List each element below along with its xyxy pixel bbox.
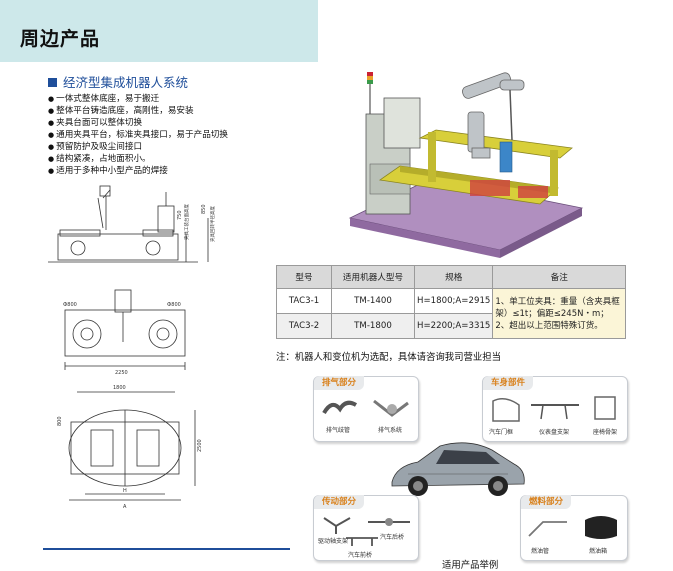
table-header-row: 型号 适用机器人型号 规格 备注 — [276, 265, 626, 289]
panel-drive: 传动部分 驱动轴支架 汽车后桥 汽车前桥 — [313, 495, 419, 561]
panel-caption: 汽车前桥 — [348, 552, 373, 559]
panel-caption: 汽车门框 — [489, 429, 514, 436]
bottom-rule — [43, 548, 290, 550]
feature-item: 通用夹具平台，标准夹具接口，易于产品切换 — [48, 129, 228, 141]
panel-caption: 燃油箱 — [589, 548, 608, 555]
spec-table: 型号 适用机器人型号 规格 备注 TAC3-1 TM-1400 H=1800;A… — [276, 265, 626, 339]
side-dim-2-note: 夹具回转半径高度 — [209, 206, 216, 242]
feature-item: 整体平台铸造底座，高刚性，易安装 — [48, 105, 228, 117]
panel-caption: 汽车后桥 — [380, 534, 405, 541]
plan-dim-right: 2500 — [197, 439, 203, 452]
table-cell: H=1800;A=2915 — [413, 288, 494, 314]
table-cell: TM-1800 — [331, 313, 415, 339]
plan-dim-top: 1800 — [113, 385, 126, 391]
plan-label-a: A — [123, 504, 127, 510]
feature-item: 适用于多种中小型产品的焊接 — [48, 165, 228, 177]
panel-caption: 燃油管 — [531, 548, 550, 555]
plan-drawing: 1800 800 2500 H A — [57, 385, 203, 510]
side-dim-1: 750 — [177, 210, 183, 220]
table-cell: H=2200;A=3315 — [413, 313, 494, 339]
front-axle-image — [346, 537, 378, 546]
panel-caption: 座椅骨架 — [593, 429, 618, 436]
rear-axle-image — [368, 518, 410, 526]
panel-exhaust: 排气部分 排气歧管 排气系统 — [313, 376, 419, 442]
column-header: 规格 — [413, 265, 494, 289]
table-cell: TM-1400 — [331, 288, 415, 314]
footnote: 注：机器人和变位机为选配，具体请咨询我司营业担当 — [276, 352, 502, 363]
dashboard-bracket-image — [531, 404, 579, 420]
fuel-tank-image — [585, 516, 617, 539]
panel-caption: 排气系统 — [378, 427, 403, 434]
panel-caption: 仪表盘支架 — [539, 429, 570, 436]
plan-label-h: H — [123, 488, 127, 494]
note-line: 2、超出以上范围特殊订货。 — [495, 320, 603, 331]
section-square-icon — [48, 78, 57, 87]
top-dim-right: Ф800 — [167, 302, 181, 308]
table-row: TAC3-1 TM-1400 H=1800;A=2915 1、单工位夹具：重量（… — [276, 288, 626, 339]
column-header: 型号 — [276, 265, 332, 289]
note-line: 架）≤1t；偏距≤245N・m； — [495, 308, 609, 319]
table-cell: TAC3-2 — [276, 313, 332, 339]
seat-frame-image — [594, 396, 616, 420]
side-dim-1-note: 夹具工装台面高度 — [183, 204, 190, 240]
side-dim-2: 850 — [201, 204, 207, 214]
section-title-text: 经济型集成机器人系统 — [63, 75, 189, 90]
column-header: 备注 — [492, 265, 626, 289]
fuel-pipe-image — [528, 521, 567, 537]
note-line: 1、单工位夹具：重量（含夹具框 — [495, 296, 620, 307]
column-header: 适用机器人型号 — [331, 265, 415, 289]
top-dim-left: Ф800 — [63, 302, 77, 308]
panel-caption: 驱动轴支架 — [318, 538, 349, 545]
car-cutaway-image — [391, 442, 525, 496]
page-title: 周边产品 — [20, 28, 101, 50]
exhaust-manifold-image — [322, 400, 358, 415]
panel-title: 燃料部分 — [521, 495, 572, 509]
feature-item: 夹具台面可以整体切换 — [48, 117, 228, 129]
top-dim-width: 2250 — [115, 370, 128, 374]
panel-title: 车身部件 — [483, 376, 534, 390]
plan-dim-left: 800 — [57, 416, 63, 426]
feature-list: 一体式整体底座，易于搬迁 整体平台铸造底座，高刚性，易安装 夹具台面可以整体切换… — [48, 93, 228, 177]
section-title: 经济型集成机器人系统 — [48, 72, 188, 91]
exhaust-system-image — [373, 399, 409, 417]
panel-caption: 排气歧管 — [326, 427, 351, 434]
panel-title: 传动部分 — [314, 495, 365, 509]
panel-fuel: 燃料部分 燃油管 燃油箱 — [520, 495, 628, 561]
top-view-drawing: Ф800 Ф800 2250 — [63, 289, 186, 374]
feature-item: 一体式整体底座，易于搬迁 — [48, 93, 228, 105]
feature-item: 预留防护及吸尘间接口 — [48, 141, 228, 153]
caption: 适用产品举例 — [442, 560, 499, 571]
table-cell: TAC3-1 — [276, 288, 332, 314]
table-note-cell: 1、单工位夹具：重量（含夹具框 架）≤1t；偏距≤245N・m； 2、超出以上范… — [492, 288, 626, 339]
robot-workstation-illustration — [348, 72, 584, 258]
header-band — [0, 0, 318, 62]
panel-body: 车身部件 汽车门框 仪表盘支架 座椅骨架 — [482, 376, 628, 442]
feature-item: 结构紧凑，占地面积小。 — [48, 153, 228, 165]
drive-shaft-bracket-image — [323, 517, 351, 534]
table-row: TAC3-2 TM-1800 H=2200;A=3315 — [276, 313, 626, 339]
side-elevation-drawing: 750 夹具工装台面高度 850 夹具回转半径高度 — [48, 185, 216, 263]
panel-title: 排气部分 — [314, 376, 365, 390]
door-frame-image — [492, 398, 520, 422]
